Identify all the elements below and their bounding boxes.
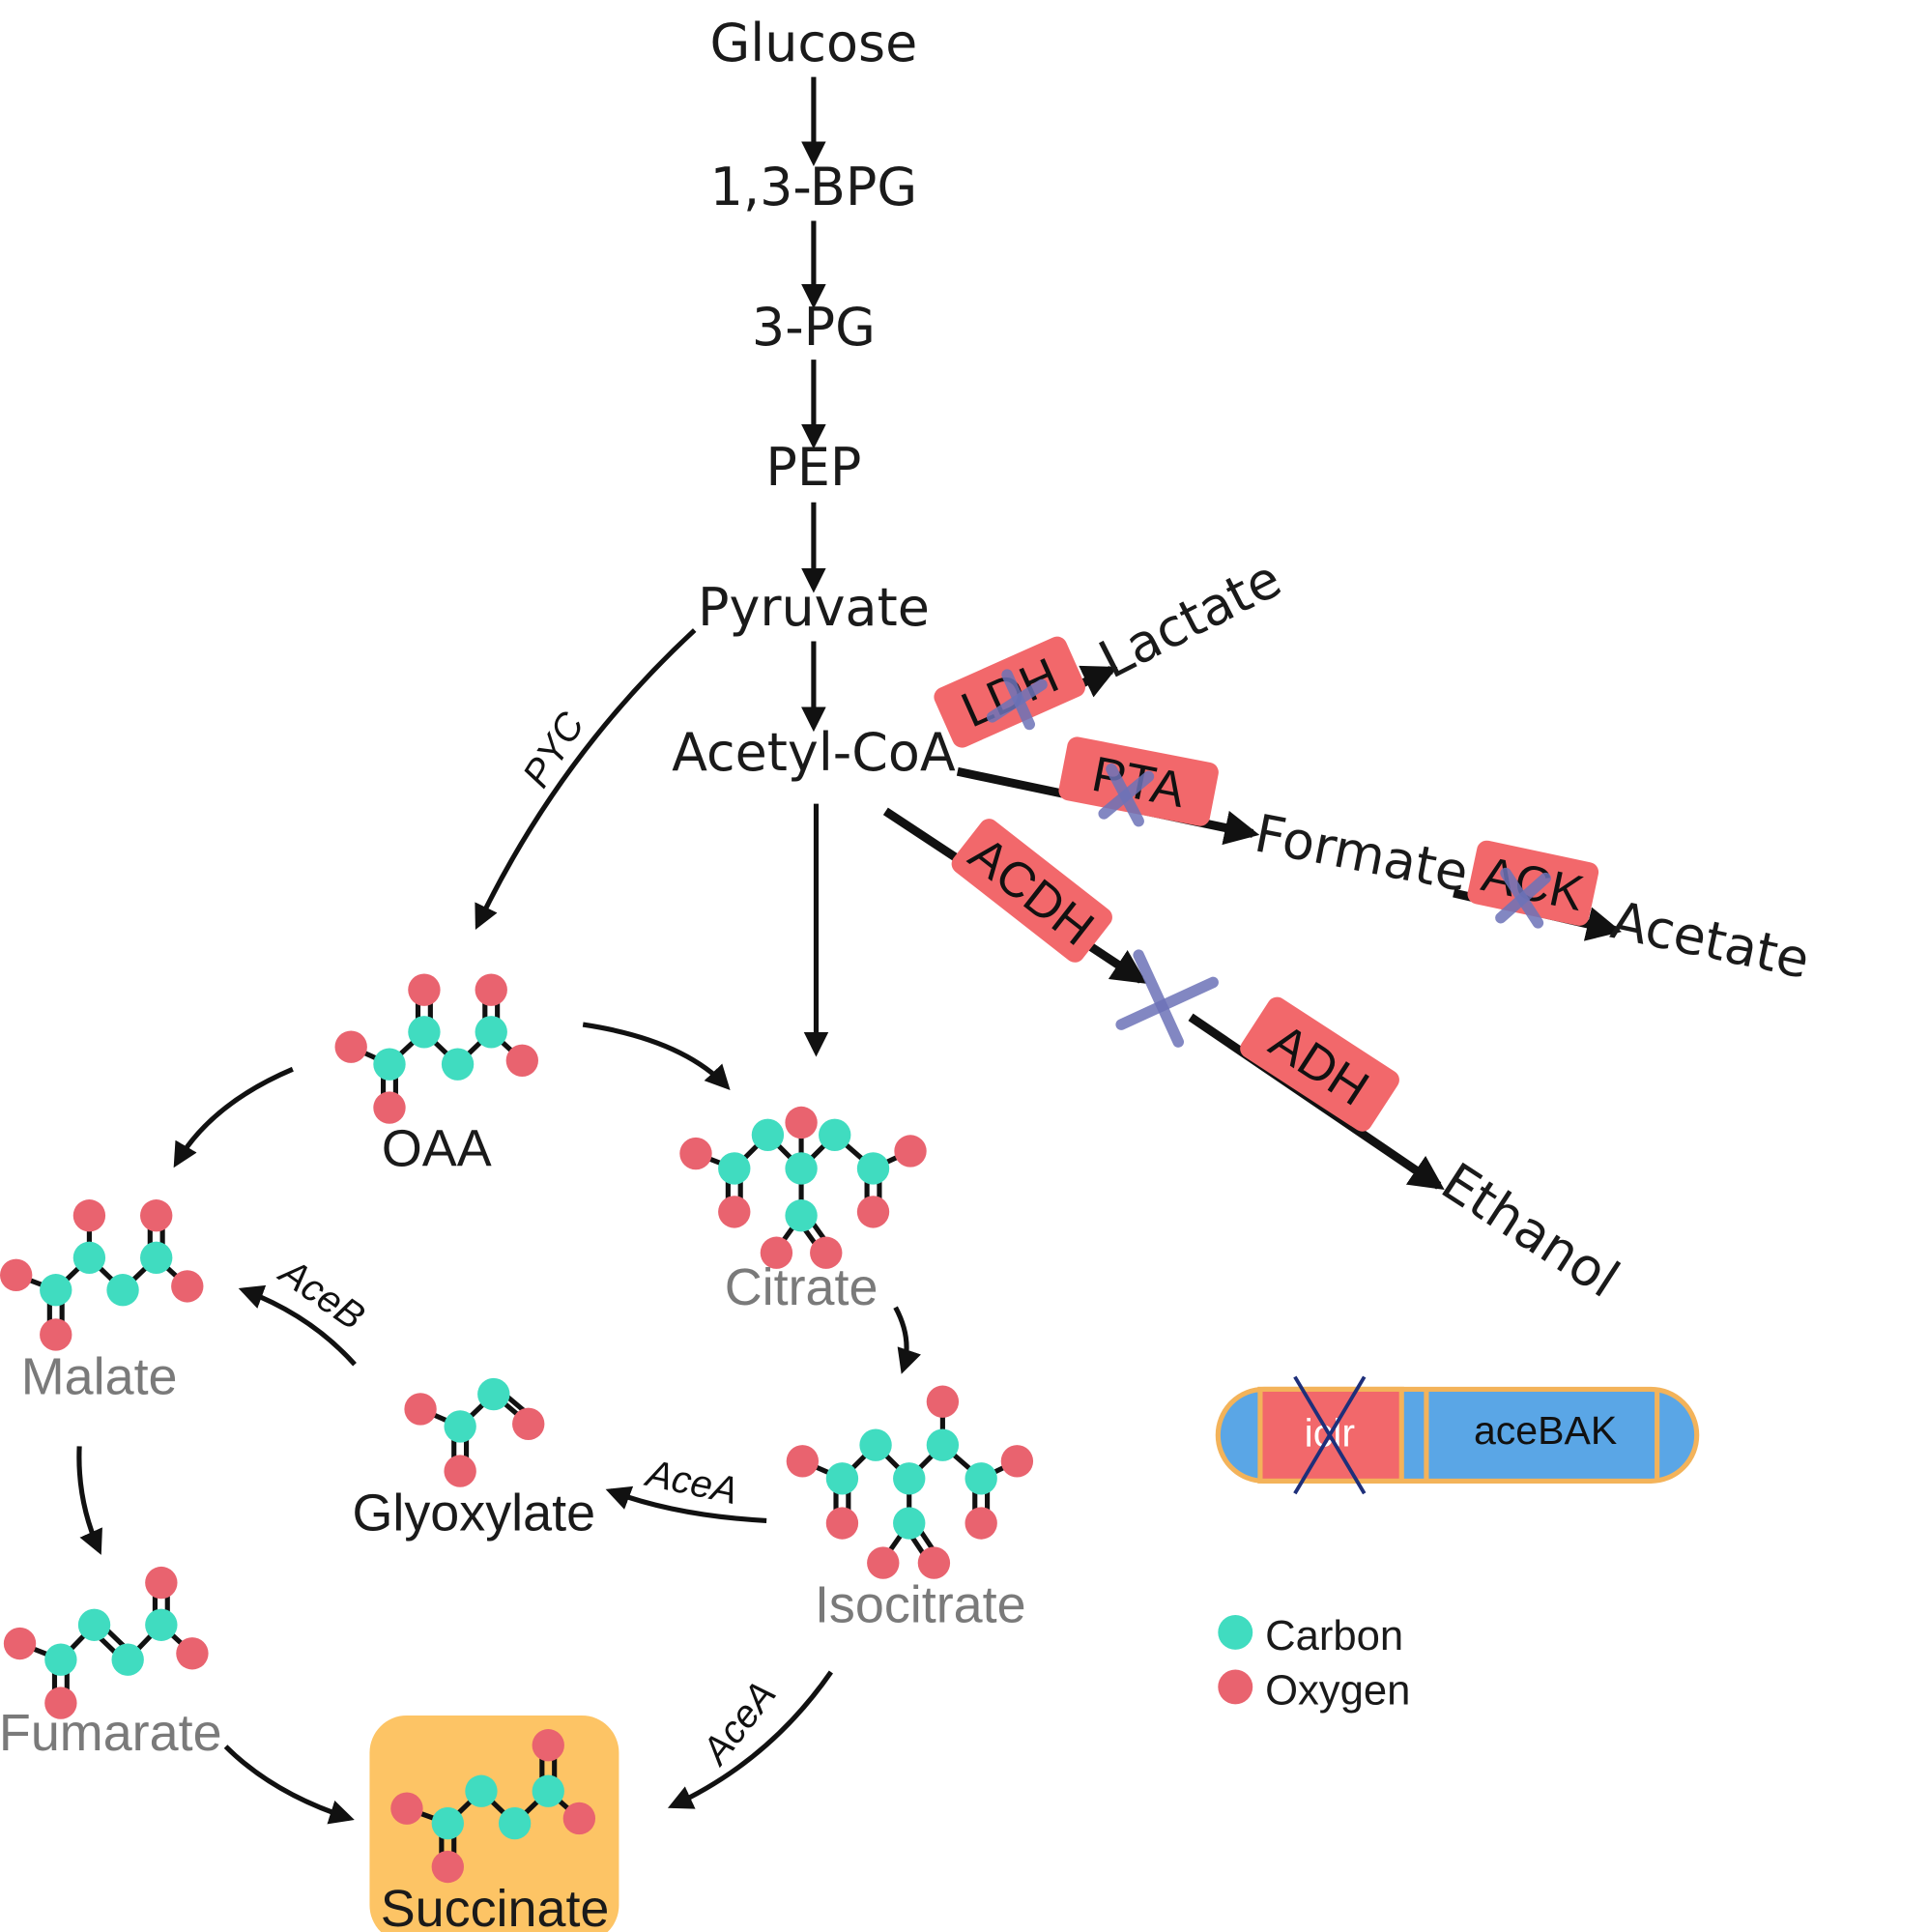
glucose-label: Glucose — [710, 13, 918, 73]
carbon-legend-swatch — [1218, 1614, 1253, 1650]
fumarate-to-succinate-arrow — [223, 1745, 355, 1825]
ack-knockout-cross-icon — [1495, 867, 1551, 929]
oaa-to-malate-arrow — [173, 1066, 294, 1168]
ethanol-label: Ethanol — [1431, 1151, 1630, 1310]
acebak-gene-label: aceBAK — [1474, 1408, 1617, 1453]
succinate-molecule — [390, 1729, 596, 1884]
gene-cassette: iclr aceBAK — [1215, 1375, 1700, 1495]
3pg-label: 3-PG — [752, 297, 876, 358]
acea-succinate-enzyme-label: AceA — [693, 1673, 784, 1773]
acdh-knockout-cross-icon — [1115, 949, 1219, 1048]
citrate-label: Citrate — [725, 1258, 878, 1316]
isocitrate-molecule — [786, 1385, 1034, 1579]
pyruvate-to-oaa-arrow — [475, 628, 697, 931]
citrate-molecule — [679, 1106, 927, 1269]
glyoxylate-label: Glyoxylate — [352, 1485, 595, 1543]
pep-label: PEP — [765, 437, 861, 498]
iclr-deletion-cross-icon — [1293, 1375, 1367, 1495]
oaa-molecule — [334, 973, 538, 1124]
citrate-to-isocitrate-arrow — [893, 1306, 921, 1374]
glyoxylate-to-malate-arrow — [238, 1284, 357, 1367]
carbon-legend-label: Carbon — [1265, 1613, 1403, 1659]
legend: Carbon Oxygen — [1218, 1613, 1410, 1714]
pyc-enzyme-label: PYC — [515, 705, 593, 794]
malate-label: Malate — [21, 1348, 178, 1406]
lactate-label: Lactate — [1089, 548, 1290, 690]
fumarate-label: Fumarate — [0, 1704, 222, 1762]
isocitrate-to-succinate-arrow — [667, 1670, 833, 1809]
pta-knockout-cross-icon — [1098, 763, 1155, 827]
glyoxylate-molecule — [404, 1377, 545, 1487]
succinate-label: Succinate — [381, 1880, 610, 1932]
adh-enzyme-box: ADH — [1240, 996, 1399, 1132]
malate-molecule — [0, 1199, 204, 1351]
formate-label: Formate — [1250, 803, 1473, 904]
acetate-label: Acetate — [1606, 889, 1815, 991]
oxygen-legend-label: Oxygen — [1265, 1667, 1410, 1714]
aceb-enzyme-label: AceB — [271, 1250, 372, 1339]
ldh-knockout-cross-icon — [986, 669, 1048, 731]
malate-to-fumarate-arrow — [76, 1446, 102, 1555]
fumarate-molecule — [3, 1566, 209, 1719]
oaa-label: OAA — [382, 1119, 492, 1177]
isocitrate-to-glyoxylate-arrow — [605, 1485, 767, 1524]
acdh-enzyme-box: ACDH — [951, 819, 1112, 963]
bpg-label: 1,3-BPG — [710, 157, 917, 217]
oxygen-legend-swatch — [1218, 1669, 1253, 1705]
acetyl-coa-label: Acetyl-CoA — [672, 722, 956, 783]
isocitrate-label: Isocitrate — [815, 1576, 1026, 1634]
pyruvate-label: Pyruvate — [698, 577, 930, 638]
oaa-to-citrate-arrow — [582, 1022, 731, 1090]
